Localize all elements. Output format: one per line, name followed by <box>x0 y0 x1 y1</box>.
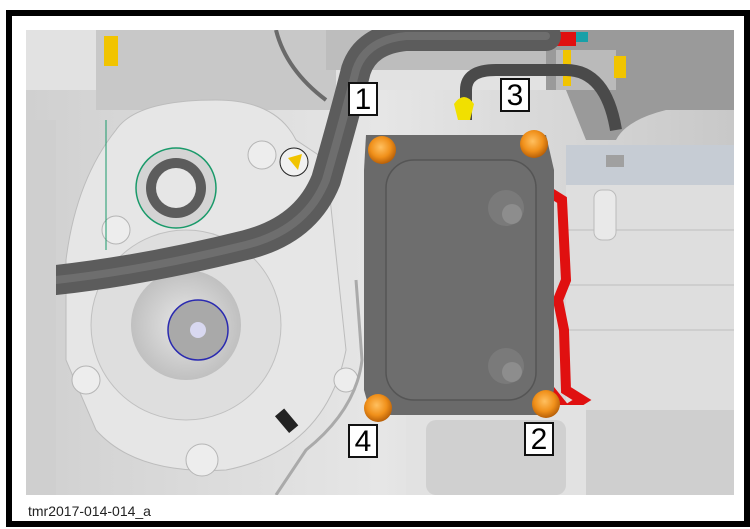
engine-drawing <box>26 30 734 495</box>
callout-2: 2 <box>524 422 554 456</box>
figure-frame: 1 2 3 4 tmr2017-014-014_a <box>6 10 750 527</box>
callout-3: 3 <box>500 78 530 112</box>
callout-4: 4 <box>348 424 378 458</box>
engine-illustration <box>26 30 734 495</box>
bolt-3 <box>520 130 548 158</box>
bolt-2 <box>532 390 560 418</box>
bolt-4 <box>364 394 392 422</box>
bolt-1 <box>368 136 396 164</box>
callout-1: 1 <box>348 82 378 116</box>
figure-caption: tmr2017-014-014_a <box>28 503 151 519</box>
